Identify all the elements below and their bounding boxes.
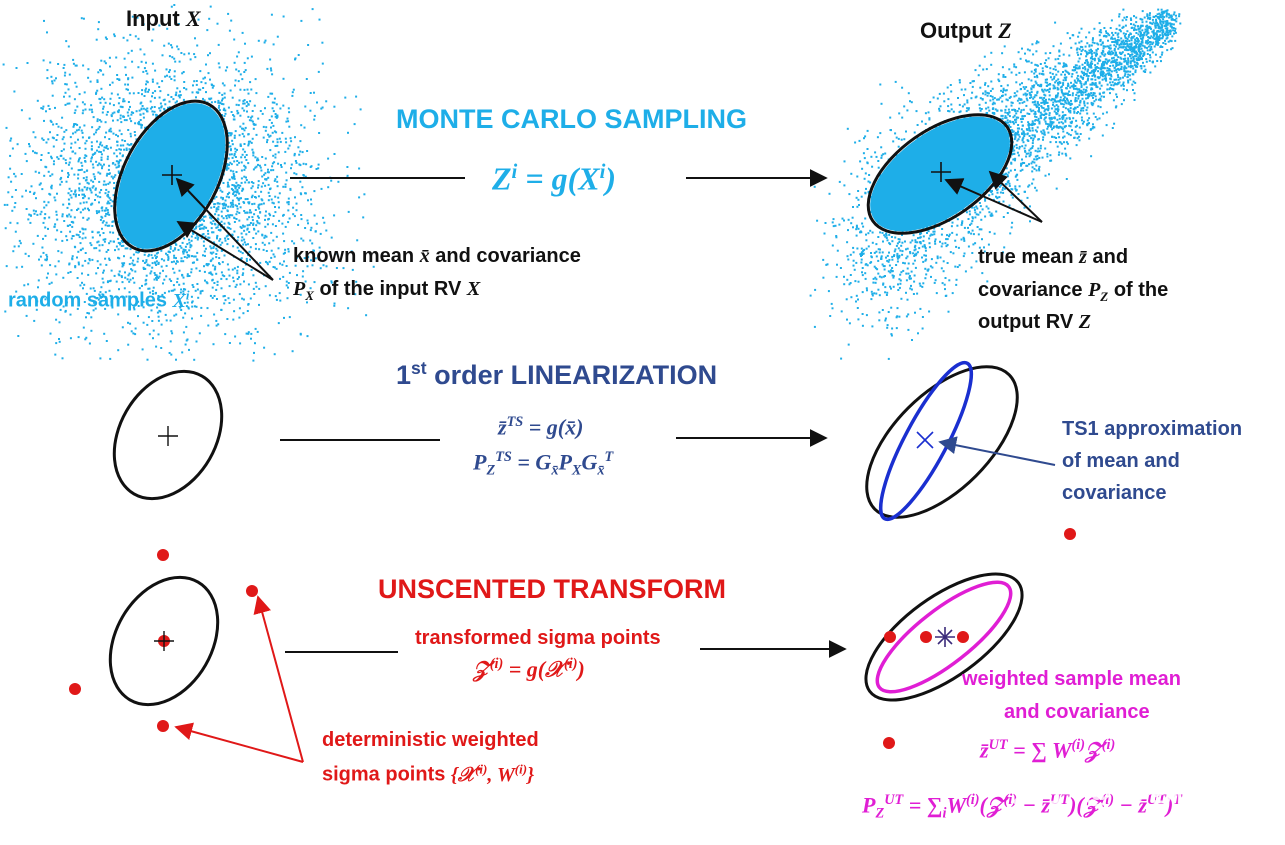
ut-weighted-ellipse xyxy=(875,580,1013,694)
ut-transformed-point-3 xyxy=(957,631,969,643)
true-mean-label: true mean z̄ and xyxy=(978,246,1129,268)
ts1-label-3: covariance xyxy=(1062,482,1167,504)
output-heading: Output Z xyxy=(920,18,1012,43)
input-pointer-1 xyxy=(175,177,274,281)
sigma-point-bottom xyxy=(157,720,169,732)
watermark: 知乎 @戴老板 xyxy=(1012,774,1203,809)
monte-carlo-equation: Zi = g(Xi) xyxy=(492,160,616,197)
lin-input-ellipse xyxy=(112,369,224,501)
true-cov-label: covariance PZ of the xyxy=(978,279,1169,304)
red-dot-stray xyxy=(1064,528,1076,540)
output-covariance-ellipse xyxy=(866,113,1014,235)
ut-input-mean-cross xyxy=(154,631,174,651)
known-mean-label: known mean x̄ and covariance xyxy=(293,245,581,267)
ut-transformed-point-1 xyxy=(884,631,896,643)
input-mean-cross xyxy=(162,165,182,185)
input-sample-cloud xyxy=(2,4,375,362)
weighted-label-1: weighted sample mean xyxy=(962,668,1181,690)
weighted-eq-cov: PZUT = ∑iW(i)(𝒵(i) − z̄UT)(𝒵(i) − z̄UT)T xyxy=(862,792,1183,822)
ut-mean-star xyxy=(935,627,955,647)
deterministic-label-2: sigma points {𝒳(i), W(i)} xyxy=(322,761,535,786)
ts1-label-2: of mean and xyxy=(1062,450,1180,472)
input-heading: Input X xyxy=(126,6,201,31)
true-rv-label: output RV Z xyxy=(978,311,1091,333)
ut-transformed-point-4 xyxy=(883,737,895,749)
monte-carlo-title: MONTE CARLO SAMPLING xyxy=(396,104,747,134)
linearization-title: 1st order LINEARIZATION xyxy=(396,358,718,390)
transformed-eq: 𝒵(i) = g(𝒳(i)) xyxy=(473,656,585,682)
output-pointer-2 xyxy=(988,170,1043,223)
output-mean-cross xyxy=(931,162,951,182)
known-cov-label: PX of the input RV X xyxy=(293,278,481,303)
weighted-eq-mean: z̄UT = ∑ W(i)𝒵(i) xyxy=(980,737,1116,763)
lin-ts1-mean-marker xyxy=(916,431,934,449)
ut-true-ellipse xyxy=(864,572,1024,702)
lin-input-mean-cross xyxy=(158,426,178,446)
ut-transformed-point-2 xyxy=(920,631,932,643)
linearization-eq-mean: z̄TS = g(x̄) xyxy=(498,414,584,440)
ts1-label-1: TS1 approximation xyxy=(1062,418,1243,440)
lin-true-ellipse xyxy=(865,365,1019,519)
sigma-point-left xyxy=(69,683,81,695)
sigma-pointer-right xyxy=(253,595,304,763)
weighted-label-2: and covariance xyxy=(1004,701,1150,723)
random-samples-label: random samples Xi xyxy=(8,287,190,312)
output-sample-cloud xyxy=(809,8,1182,360)
ut-input-ellipse xyxy=(108,575,220,707)
unscented-title: UNSCENTED TRANSFORM xyxy=(378,574,726,604)
sigma-point-right xyxy=(246,585,258,597)
input-covariance-ellipse xyxy=(113,99,229,253)
sigma-point-top xyxy=(157,549,169,561)
ts1-pointer xyxy=(938,436,1056,466)
linearization-eq-cov: PZTS = Gx̄PXGx̄T xyxy=(473,449,614,479)
sigma-pointer-bottom xyxy=(174,722,304,763)
input-pointer-2 xyxy=(176,221,274,281)
transformed-label: transformed sigma points xyxy=(415,627,661,649)
deterministic-label-1: deterministic weighted xyxy=(322,729,539,751)
output-pointer-1 xyxy=(944,178,1043,223)
